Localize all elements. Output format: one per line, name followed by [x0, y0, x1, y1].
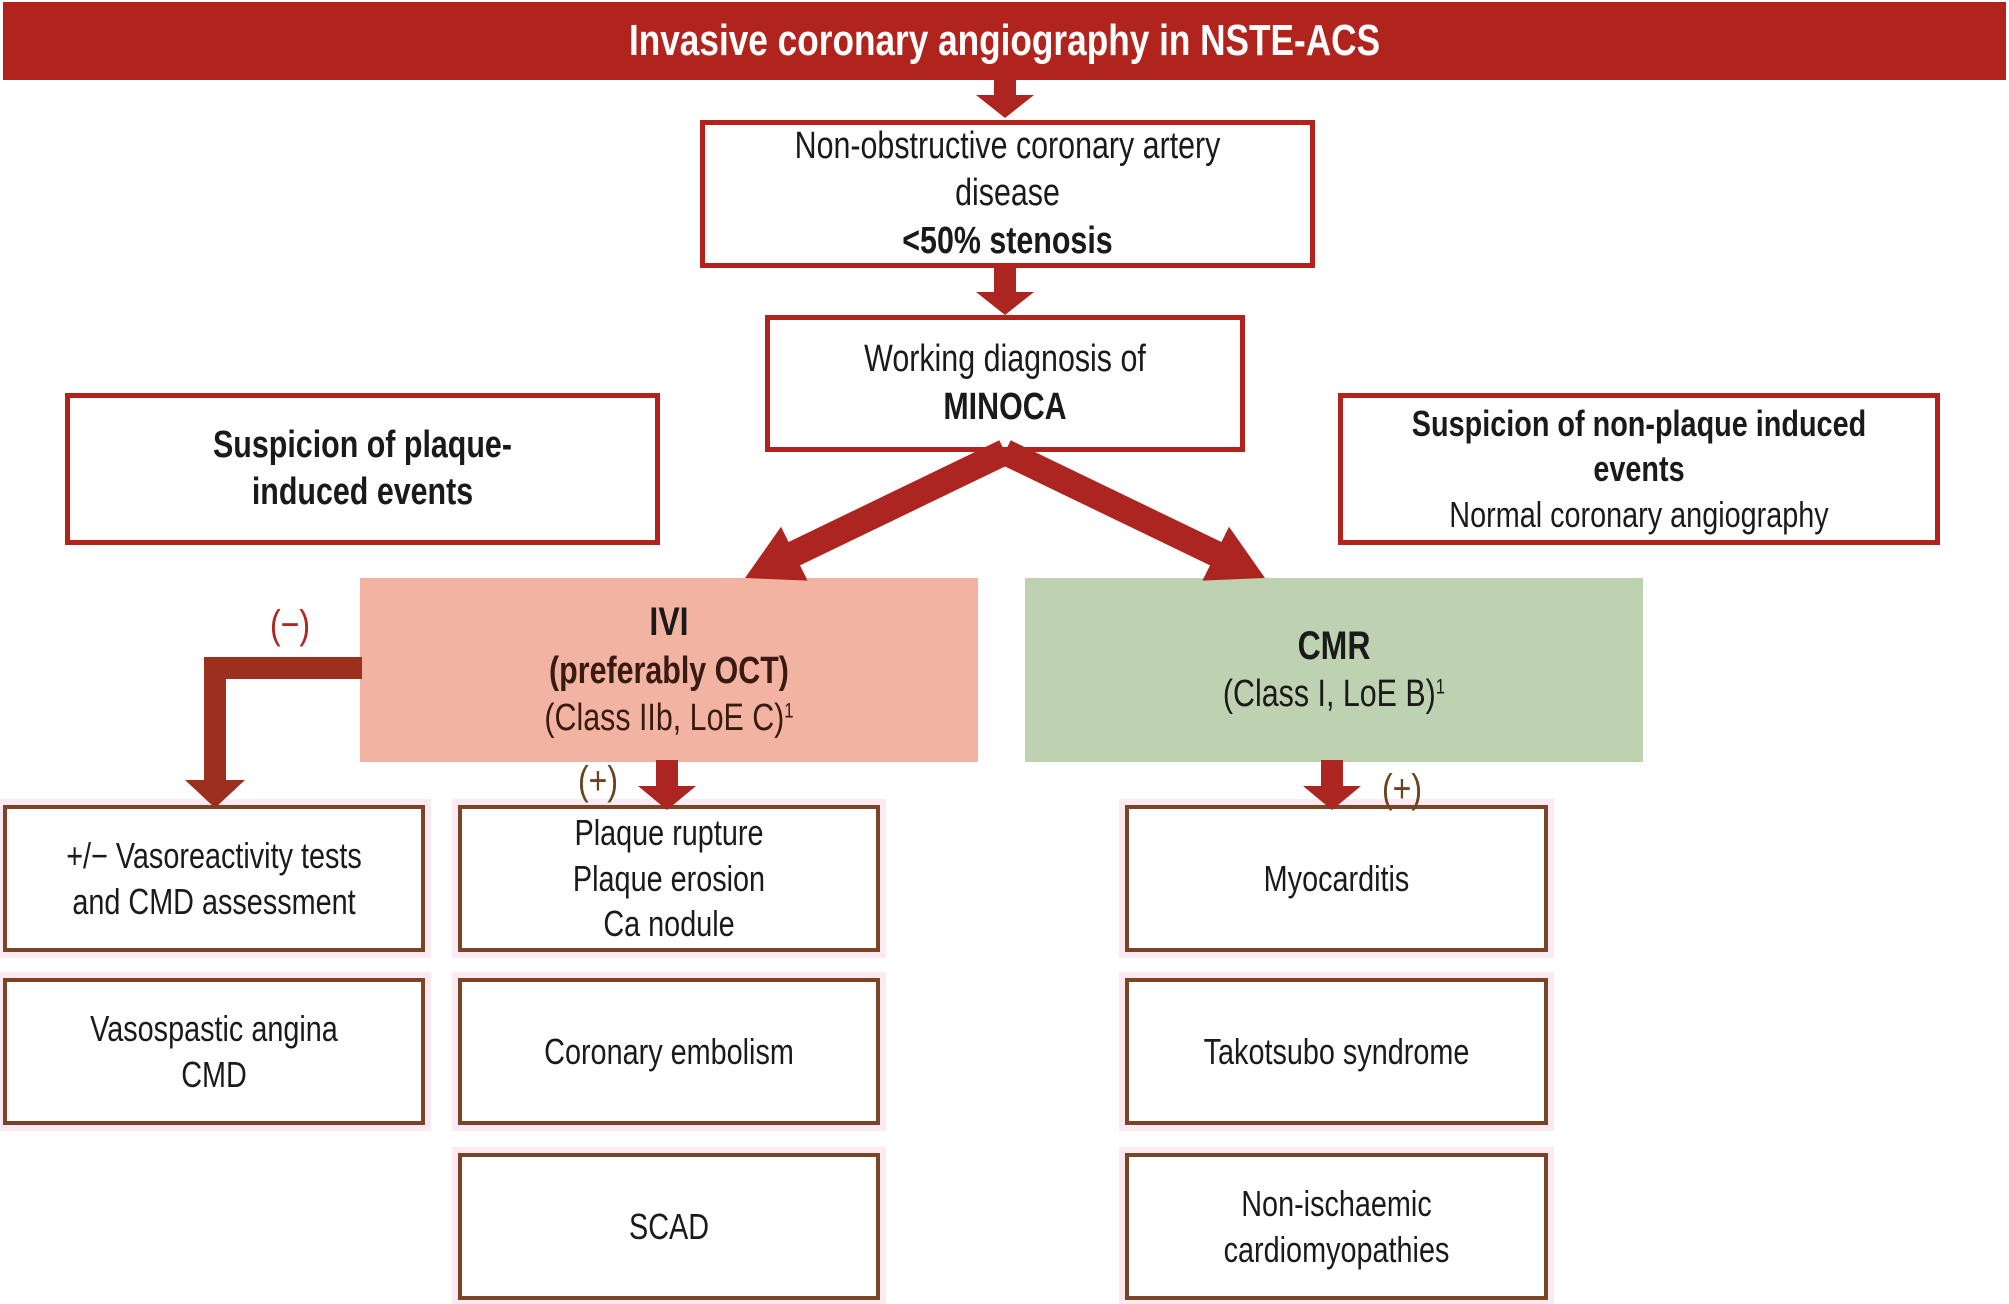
banner-title: Invasive coronary angiography in NSTE-AC…: [628, 16, 1381, 65]
ivi-line2: (preferably OCT): [549, 649, 789, 692]
vasoreactivity-line1: +/− Vasoreactivity tests: [66, 835, 362, 877]
coronary-embolism-label: Coronary embolism: [544, 1030, 794, 1072]
myocarditis-label: Myocarditis: [1263, 857, 1410, 899]
suspicion-non-plaque-line2: Normal coronary angiography: [1449, 493, 1829, 535]
cmr-reference-superscript: 1: [1435, 675, 1446, 699]
takotsubo-label: Takotsubo syndrome: [1203, 1030, 1470, 1072]
suspicion-plaque-line2: induced events: [251, 471, 474, 513]
vasospastic-line2: CMD: [181, 1053, 247, 1095]
node-suspicion-non-plaque: Suspicion of non-plaque induced events N…: [1338, 393, 1940, 545]
node-working-diagnosis-minoca: Working diagnosis of MINOCA: [765, 315, 1245, 452]
banner: Invasive coronary angiography in NSTE-AC…: [3, 2, 2006, 80]
vasospastic-line1: Vasospastic angina: [90, 1008, 338, 1050]
arrow-minoca-to-cmr: [999, 440, 1265, 581]
node-non-obstructive-cad-line1: Non-obstructive coronary artery disease: [794, 125, 1221, 215]
scad-label: SCAD: [628, 1205, 710, 1247]
node-non-ischaemic-cardiomyopathies: Non-ischaemic cardiomyopathies: [1125, 1153, 1548, 1300]
node-minoca-line2: MINOCA: [943, 385, 1067, 428]
node-ivi: IVI (preferably OCT) (Class IIb, LoE C)1: [360, 578, 978, 762]
cmr-line1: CMR: [1297, 623, 1371, 668]
plaque-line3: Ca nodule: [603, 903, 735, 945]
node-cmr: CMR (Class I, LoE B)1: [1025, 578, 1643, 762]
arrow-banner-to-cad: [976, 78, 1034, 118]
label-positive-result-ivi: (+): [578, 758, 618, 803]
suspicion-non-plaque-line1: Suspicion of non-plaque induced events: [1411, 402, 1867, 490]
node-vasospastic-angina-cmd: Vasospastic angina CMD: [3, 978, 425, 1125]
arrow-cad-to-minoca: [976, 266, 1034, 315]
ivi-line3: (Class IIb, LoE C)1: [544, 696, 794, 739]
nicm-line1: Non-ischaemic: [1241, 1183, 1432, 1225]
vasoreactivity-line2: and CMD assessment: [72, 880, 356, 922]
suspicion-plaque-line1: Suspicion of plaque-: [213, 423, 512, 466]
node-vasoreactivity-tests: +/− Vasoreactivity tests and CMD assessm…: [3, 805, 425, 952]
node-myocarditis: Myocarditis: [1125, 805, 1548, 952]
node-non-obstructive-cad: Non-obstructive coronary artery disease …: [700, 120, 1315, 268]
node-suspicion-plaque-induced: Suspicion of plaque- induced events: [65, 393, 660, 545]
ivi-line1: IVI: [649, 600, 689, 645]
arrow-minoca-to-ivi: [745, 440, 1011, 581]
ivi-reference-superscript: 1: [784, 699, 794, 723]
label-positive-result-cmr: (+): [1382, 766, 1422, 811]
plaque-line1: Plaque rupture: [574, 812, 764, 854]
arrow-ivi-negative-to-vasoreactivity: [185, 657, 362, 808]
node-minoca-line1: Working diagnosis of: [864, 338, 1146, 381]
node-scad: SCAD: [458, 1153, 880, 1300]
node-non-obstructive-cad-line2: <50% stenosis: [902, 219, 1113, 262]
node-takotsubo: Takotsubo syndrome: [1125, 978, 1548, 1125]
label-negative-result: (−): [270, 602, 310, 647]
plaque-line2: Plaque erosion: [572, 857, 766, 899]
node-plaque-rupture-erosion-nodule: Plaque rupture Plaque erosion Ca nodule: [458, 805, 880, 952]
nicm-line2: cardiomyopathies: [1223, 1228, 1450, 1270]
node-coronary-embolism: Coronary embolism: [458, 978, 880, 1125]
cmr-line2: (Class I, LoE B)1: [1222, 673, 1446, 716]
